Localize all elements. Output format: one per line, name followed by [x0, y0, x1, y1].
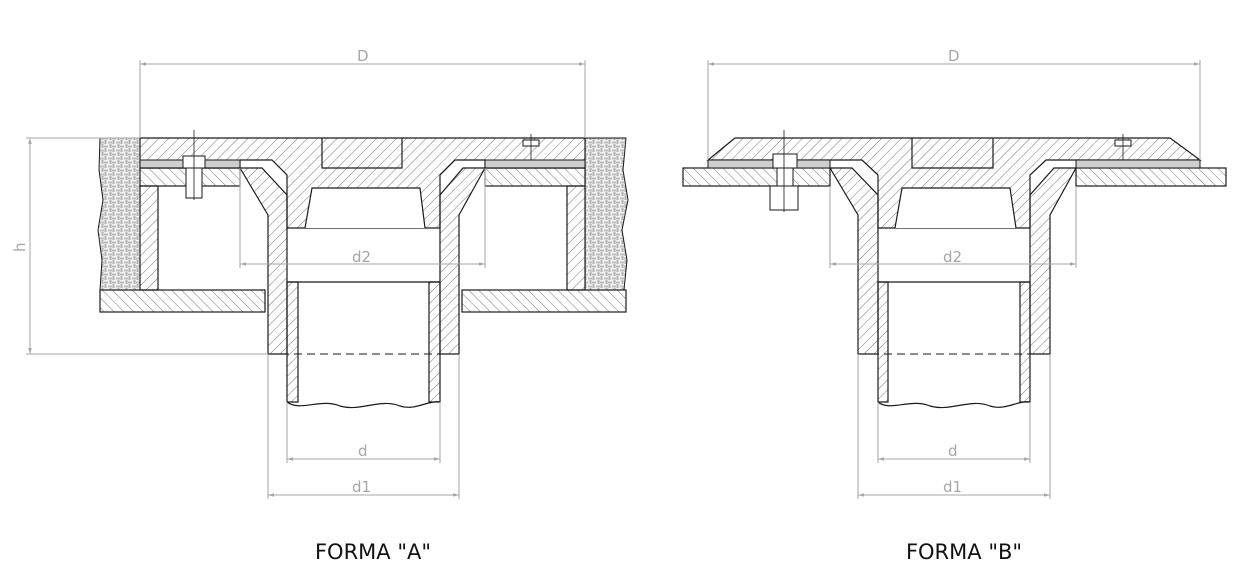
body-right-wall-a — [439, 167, 487, 355]
pipe-break-line-a — [286, 401, 441, 409]
forma-b-drawing: D d2 d d1 — [682, 47, 1227, 499]
screw-a-right — [522, 134, 540, 160]
dimension-lines-b — [707, 60, 1201, 499]
left-wall-insulation — [97, 137, 141, 291]
inner-cone-a — [304, 187, 426, 229]
dim-label-d-a: d — [358, 442, 368, 460]
dim-label-d-b: d — [948, 442, 958, 460]
dim-label-d2-b: d2 — [943, 248, 962, 266]
dim-label-d1-a: d1 — [352, 478, 371, 496]
screw-b-right — [1114, 134, 1132, 160]
pipe-left-wall-a — [286, 281, 299, 403]
bottom-right-plate-a — [461, 289, 627, 313]
right-vertical-post-a — [566, 185, 586, 291]
dim-label-h-a: h — [11, 242, 29, 252]
screw-a-left — [182, 130, 206, 200]
dim-label-D-a: D — [357, 47, 369, 65]
body-left-wall-a — [238, 167, 288, 355]
bolt-b-left — [769, 130, 799, 212]
caption-forma-b: FORMA "B" — [905, 540, 1023, 564]
dim-label-d1-b: d1 — [943, 478, 962, 496]
caption-forma-a: FORMA "A" — [314, 540, 432, 564]
dimension-lines-a — [26, 60, 586, 499]
inner-grate-a — [321, 138, 403, 169]
dim-label-d2-a: d2 — [352, 248, 371, 266]
right-gasket-b — [1075, 159, 1201, 169]
floor-right-plate-b — [1075, 167, 1227, 187]
pipe-left-wall-b — [877, 281, 889, 403]
left-gasket-b — [707, 159, 831, 169]
body-left-wall-b — [828, 167, 879, 355]
right-wall-insulation — [584, 137, 629, 291]
pipe-right-wall-a — [428, 281, 441, 403]
bottom-left-plate-a — [99, 289, 266, 313]
left-vertical-post-a — [139, 185, 159, 291]
pipe-right-wall-b — [1019, 281, 1031, 403]
inner-grate-b — [911, 138, 994, 169]
floor-left-plate-b — [682, 167, 831, 187]
right-gasket-a — [484, 159, 586, 169]
forma-a-drawing: D d2 d d1 h — [11, 47, 629, 499]
body-right-wall-b — [1029, 167, 1078, 355]
right-side-plate-a — [484, 167, 586, 187]
inner-cone-b — [894, 187, 1017, 229]
pipe-break-line-b — [877, 401, 1031, 409]
dim-label-D-b: D — [948, 47, 960, 65]
